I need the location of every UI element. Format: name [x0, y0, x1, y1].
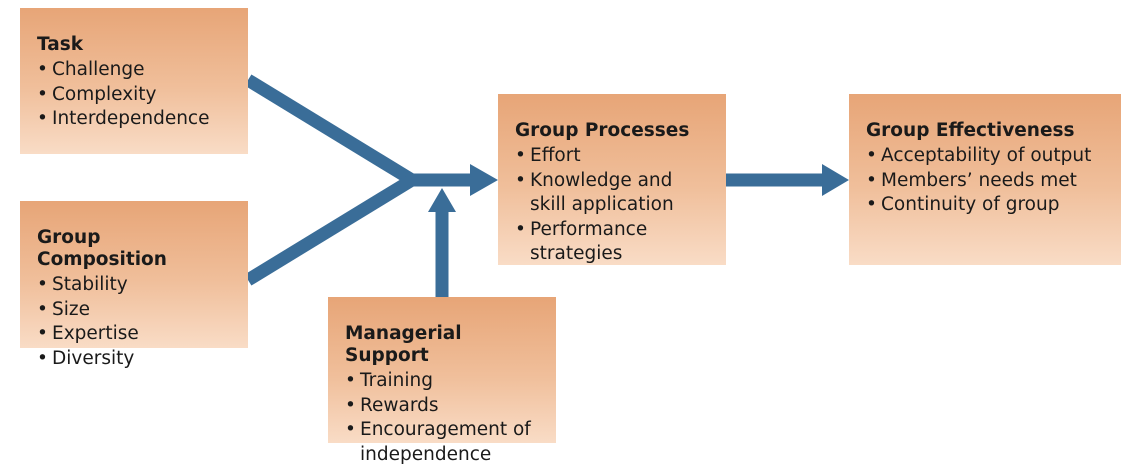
managerial-item-rewards: Rewards — [345, 394, 542, 419]
managerial-support-list: Training Rewards Encouragement of indepe… — [345, 369, 542, 467]
managerial-support-box: Managerial Support Training Rewards Enco… — [328, 297, 556, 465]
arrowhead-into-effectiveness — [822, 164, 849, 196]
task-item-interdependence: Interdependence — [37, 107, 234, 132]
composition-item-expertise: Expertise — [37, 322, 234, 347]
composition-to-junction-line — [244, 174, 416, 286]
task-item-challenge: Challenge — [37, 58, 234, 83]
effectiveness-item-needs: Members’ needs met — [866, 169, 1107, 194]
task-title: Task — [37, 34, 84, 55]
composition-item-stability: Stability — [37, 273, 234, 298]
group-composition-box: Group Composition Stability Size Experti… — [20, 201, 248, 371]
managerial-item-encouragement: Encouragement of independence — [345, 418, 542, 467]
managerial-support-title: Managerial Support — [345, 323, 462, 366]
effectiveness-item-output: Acceptability of output — [866, 144, 1107, 169]
task-box: Task Challenge Complexity Interdependenc… — [20, 8, 248, 154]
composition-item-size: Size — [37, 298, 234, 323]
task-list: Challenge Complexity Interdependence — [37, 58, 234, 132]
group-effectiveness-title: Group Effectiveness — [866, 120, 1075, 141]
group-composition-title: Group Composition — [37, 227, 167, 270]
task-item-complexity: Complexity — [37, 83, 234, 108]
group-composition-list: Stability Size Expertise Diversity — [37, 273, 234, 371]
effectiveness-item-continuity: Continuity of group — [866, 193, 1107, 218]
group-processes-list: Effort Knowledge and skill application P… — [515, 144, 712, 267]
group-processes-title: Group Processes — [515, 120, 690, 141]
processes-item-knowledge: Knowledge and skill application — [515, 169, 712, 218]
connector-arrows — [244, 74, 849, 297]
group-effectiveness-box: Group Effectiveness Acceptability of out… — [849, 94, 1121, 265]
processes-item-performance: Performance strategies — [515, 218, 712, 267]
group-processes-box: Group Processes Effort Knowledge and ski… — [498, 94, 726, 265]
managerial-item-training: Training — [345, 369, 542, 394]
processes-item-effort: Effort — [515, 144, 712, 169]
arrowhead-into-processes — [470, 164, 498, 196]
group-effectiveness-list: Acceptability of output Members’ needs m… — [866, 144, 1107, 218]
composition-item-diversity: Diversity — [37, 347, 234, 372]
task-to-junction-line — [244, 74, 416, 186]
arrowhead-from-managerial — [428, 188, 456, 212]
